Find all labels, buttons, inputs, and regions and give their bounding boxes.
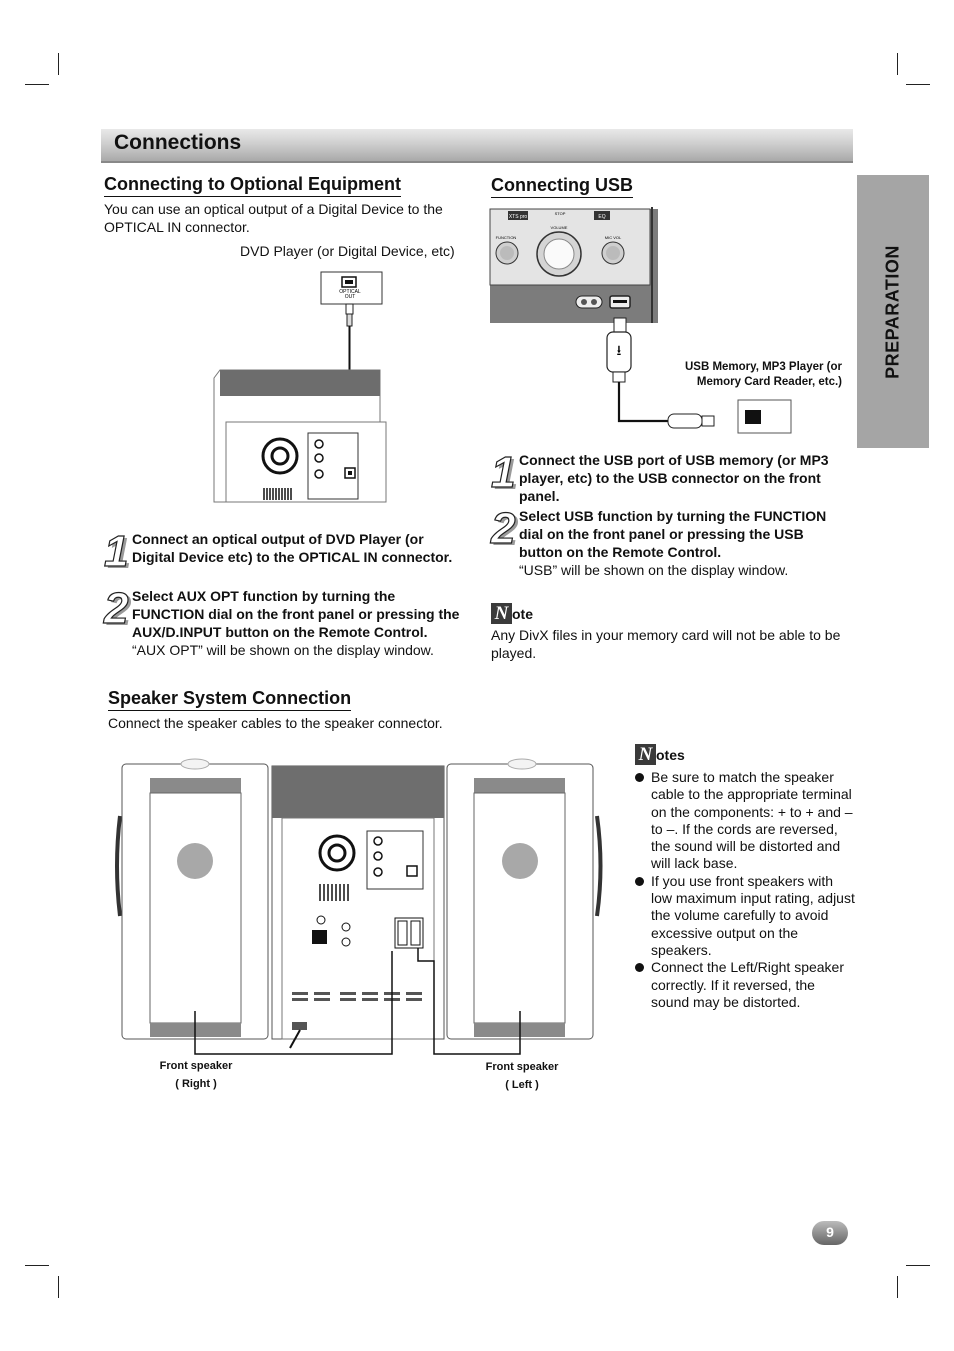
step-number: 1 <box>490 448 516 497</box>
step-subtext: “USB” will be shown on the display windo… <box>519 562 789 578</box>
crop-mark <box>25 1265 49 1266</box>
step-text: Connect an optical output of DVD Player … <box>132 531 453 565</box>
list-item: If you use front speakers with low maxim… <box>635 873 855 959</box>
note-icon: N <box>635 744 656 765</box>
step-number: 2 <box>490 504 516 553</box>
list-item: Be sure to match the speaker cable to th… <box>635 769 855 873</box>
crop-mark <box>25 84 49 85</box>
step-text: Connect the USB port of USB memory (or M… <box>519 452 829 504</box>
note-icon: N <box>491 603 512 624</box>
usb-heading: Connecting USB <box>491 175 633 198</box>
crop-mark <box>906 84 930 85</box>
front-speaker-left-label: Front speaker <box>485 1061 559 1073</box>
page-number: 9 <box>826 1224 834 1240</box>
speaker-intro: Connect the speaker cables to the speake… <box>108 715 443 731</box>
step-number: 1 <box>103 527 129 576</box>
left-label: ( Left ) <box>505 1079 539 1091</box>
function-label: FUNCTION <box>496 235 517 240</box>
optical-connection-diagram: OPTICAL OUT <box>213 271 387 503</box>
section-side-tab: PREPARATION <box>857 175 929 448</box>
optional-intro: You can use an optical output of a Digit… <box>104 201 443 235</box>
crop-mark <box>897 1276 898 1298</box>
stop-label: STOP <box>555 211 566 216</box>
usb-symbol-icon: ⭳ <box>617 343 622 359</box>
speaker-connection-diagram <box>115 758 603 1055</box>
crop-mark <box>58 1276 59 1298</box>
mic-vol-label: MIC VOL <box>605 235 622 240</box>
dvd-device-label: DVD Player (or Digital Device, etc) <box>240 243 455 259</box>
crop-mark <box>897 53 898 75</box>
speaker-heading: Speaker System Connection <box>108 688 352 711</box>
usb-device-label: USB Memory, MP3 Player (or Memory Card R… <box>684 361 842 388</box>
optional-step-2: 2 Select AUX OPT function by turning the… <box>103 584 464 663</box>
xts-label: XTS pro <box>509 214 528 220</box>
step-number: 2 <box>103 584 129 633</box>
front-speaker-right-label: Front speaker <box>159 1060 233 1072</box>
usb-note-text: Any DivX files in your memory card will … <box>491 627 841 661</box>
page-title-bar: Connections <box>101 129 853 163</box>
crop-mark <box>906 1265 930 1266</box>
bullet-icon <box>635 773 644 782</box>
list-item: Connect the Left/Right speaker correctly… <box>635 959 855 1011</box>
step-text: Select AUX OPT function by turning the F… <box>132 588 460 640</box>
usb-note-title: ote <box>512 606 533 622</box>
speaker-notes-title: otes <box>656 747 685 763</box>
usb-step-2: 2 Select USB function by turning the FUN… <box>490 504 851 583</box>
usb-step-1: 1 Connect the USB port of USB memory (or… <box>490 448 851 507</box>
step-subtext: “AUX OPT” will be shown on the display w… <box>132 642 434 658</box>
side-tab-label: PREPARATION <box>882 244 903 379</box>
right-label: ( Right ) <box>175 1078 217 1090</box>
crop-mark <box>58 53 59 75</box>
speaker-notes-list: Be sure to match the speaker cable to th… <box>635 769 855 1011</box>
optical-out-label: OPTICAL <box>339 289 361 295</box>
step-text: Select USB function by turning the FUNCT… <box>519 508 827 560</box>
svg-text:OUT: OUT <box>345 294 356 300</box>
page-title: Connections <box>114 131 242 154</box>
usb-connection-diagram: XTS pro STOP EQ FUNCTION VOLUME MIC VOL … <box>489 207 792 434</box>
bullet-icon <box>635 963 644 973</box>
optional-heading: Connecting to Optional Equipment <box>104 174 401 197</box>
eq-label: EQ <box>598 214 605 220</box>
optional-step-1: 1 Connect an optical output of DVD Playe… <box>103 527 464 586</box>
page-number-badge: 9 <box>812 1221 848 1245</box>
bullet-icon <box>635 876 644 886</box>
volume-label: VOLUME <box>551 225 568 230</box>
